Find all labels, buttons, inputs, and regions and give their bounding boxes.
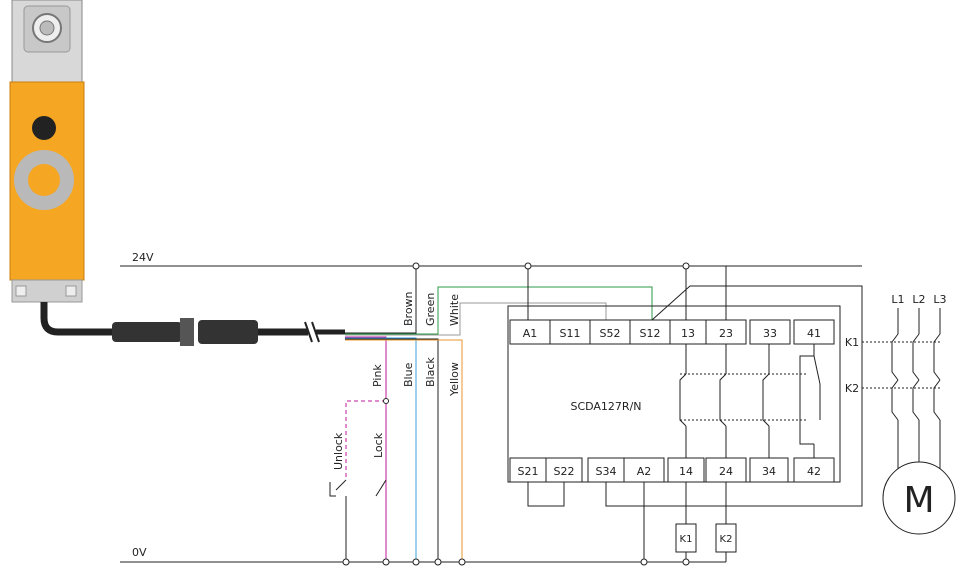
- contact-k2-label: K2: [845, 382, 859, 395]
- relay-model-label: SCDA127R/N: [570, 400, 641, 413]
- terminal-34: 34: [762, 465, 776, 478]
- terminal-s11: S11: [560, 327, 581, 340]
- motor-label: M: [903, 480, 934, 521]
- relay-contacts: [679, 344, 821, 458]
- coil-k1-label: K1: [680, 534, 693, 545]
- wire-label-black: Black: [424, 357, 437, 387]
- terminal-23: 23: [719, 327, 733, 340]
- wire-label-blue: Blue: [402, 362, 415, 387]
- actuator-cable: [40, 302, 345, 346]
- motor-circuit: L1 L2 L3 K1 K2 M: [845, 293, 956, 535]
- terminal-42: 42: [807, 465, 821, 478]
- cable-break-icon: [304, 321, 320, 343]
- junction-dots: [342, 262, 690, 566]
- phase-l3-label: L3: [933, 293, 946, 306]
- terminal-s34: S34: [596, 465, 617, 478]
- wire-label-pink: Pink: [371, 364, 384, 387]
- relay-bottom-terminals: S21 S22 S34 A2 14 24 34 42: [509, 457, 835, 483]
- wire-green: [345, 286, 653, 335]
- coil-k2-label: K2: [720, 534, 733, 545]
- terminal-13: 13: [681, 327, 695, 340]
- wire-label-white: White: [448, 294, 461, 326]
- terminal-s52: S52: [600, 327, 621, 340]
- terminal-a2: A2: [637, 465, 652, 478]
- wire-pink: [345, 336, 387, 562]
- relay-top-terminals: A1 S11 S52 S12 13 23 33 41: [509, 319, 835, 345]
- connector-male: [112, 322, 182, 342]
- wire-label-yellow: Yellow: [448, 362, 461, 397]
- contact-k1-label: K1: [845, 336, 859, 349]
- contactor-coil-k2: K2: [715, 523, 737, 553]
- terminal-33: 33: [763, 327, 777, 340]
- rail-0v-label: 0V: [132, 546, 147, 559]
- relay-external-wiring: [527, 265, 863, 563]
- terminal-41: 41: [807, 327, 821, 340]
- phase-l2-label: L2: [912, 293, 925, 306]
- connector-female: [198, 320, 258, 344]
- switch-lock-label: Lock: [372, 432, 385, 458]
- terminal-s22: S22: [554, 465, 575, 478]
- terminal-s12: S12: [640, 327, 661, 340]
- switch-unlock-label: Unlock: [332, 432, 345, 470]
- wire-yellow: [345, 339, 463, 562]
- rail-24v-label: 24V: [132, 251, 154, 264]
- wire-label-brown: Brown: [402, 291, 415, 326]
- rail-24v: 24V: [120, 251, 862, 267]
- terminal-24: 24: [719, 465, 733, 478]
- wire-white: [345, 302, 607, 336]
- safety-relay: A1 S11 S52 S12 13 23 33 41 S21 S22 S34 A…: [507, 305, 841, 483]
- switch-unlock: Unlock: [329, 400, 386, 562]
- switch-lock: Lock: [372, 432, 387, 497]
- rail-0v: 0V: [120, 546, 688, 563]
- wire-label-green: Green: [424, 293, 437, 326]
- terminal-s21: S21: [518, 465, 539, 478]
- wire-black: [345, 338, 439, 562]
- wire-blue: [345, 337, 417, 562]
- terminal-14: 14: [679, 465, 693, 478]
- actuator-hole-icon: [32, 116, 56, 140]
- contactor-coil-k1: K1: [675, 523, 697, 553]
- actuator-device: [9, 0, 85, 303]
- terminal-a1: A1: [523, 327, 538, 340]
- motor-icon: [882, 461, 956, 535]
- wire-brown: [345, 266, 417, 334]
- phase-l1-label: L1: [891, 293, 904, 306]
